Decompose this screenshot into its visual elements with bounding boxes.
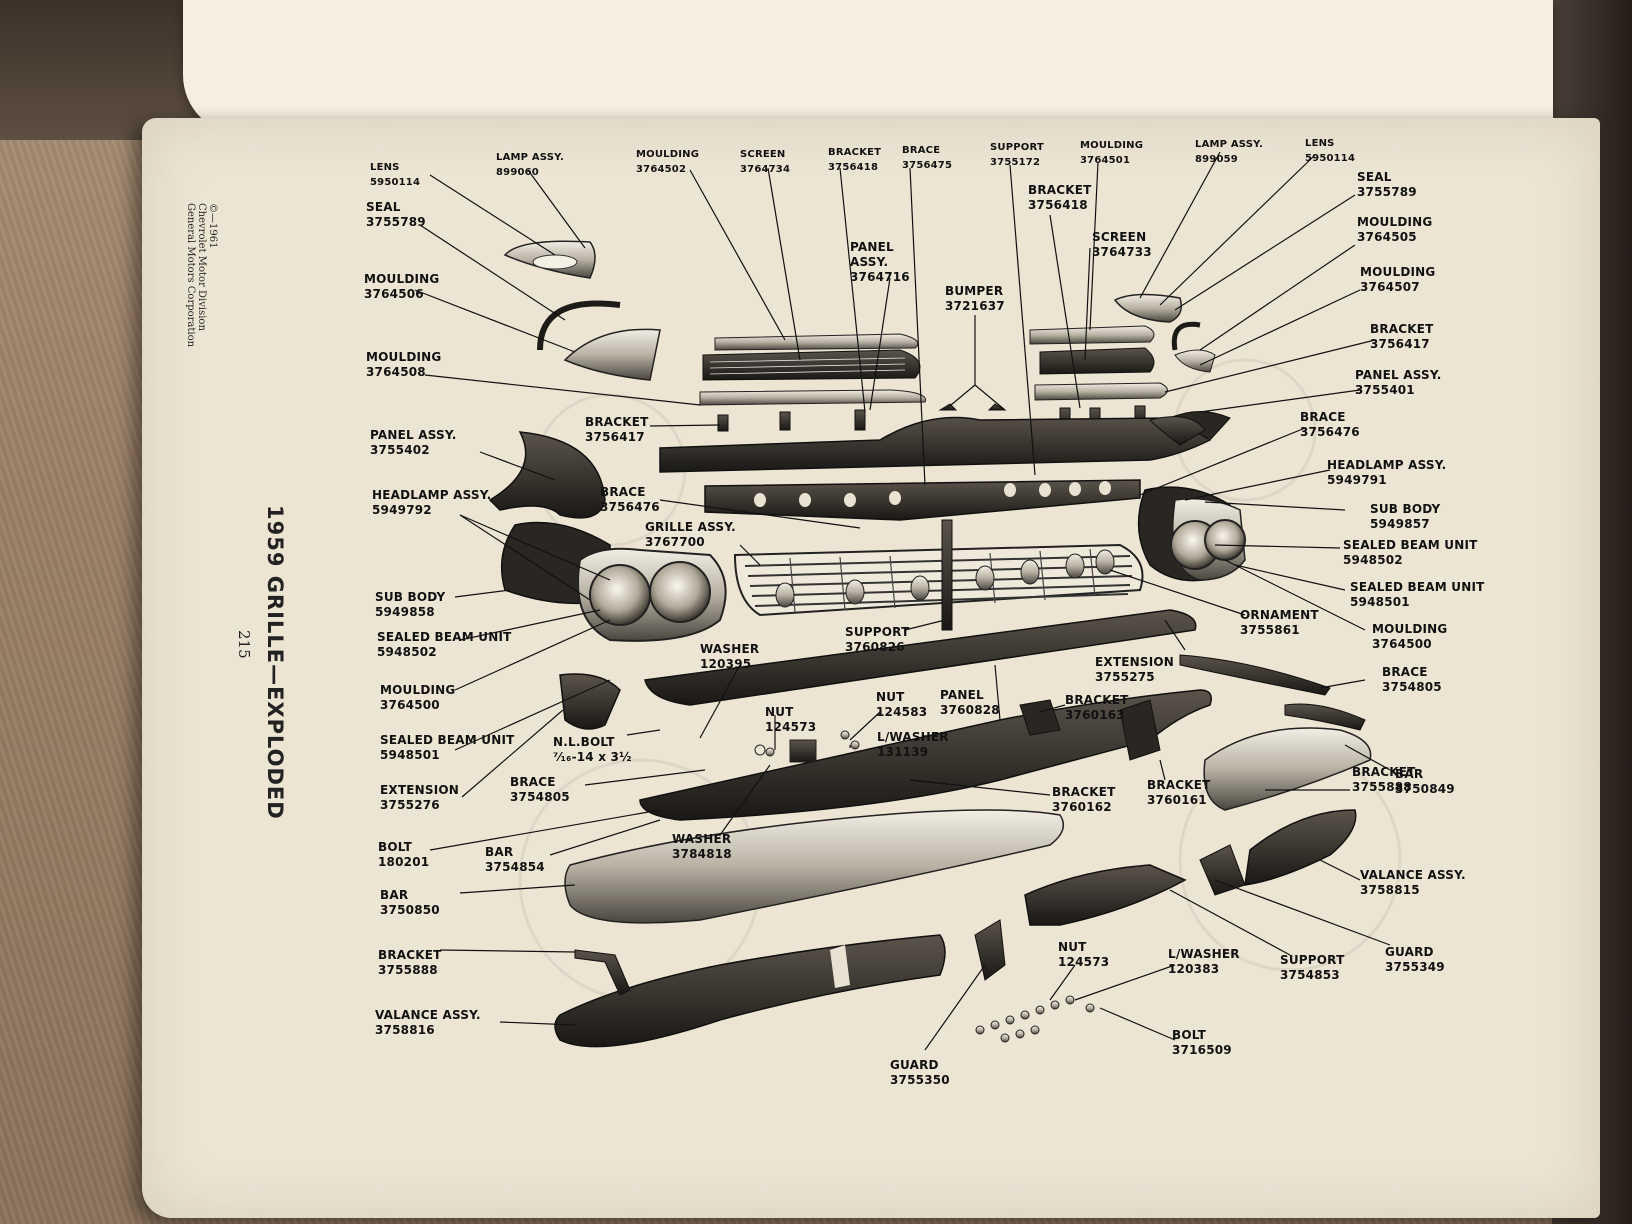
facing-page (183, 0, 1553, 135)
callout-label: HEADLAMP ASSY.5949791 (1327, 458, 1447, 487)
bracket-lower-left (574, 949, 631, 996)
callout-label: VALANCE ASSY.3758815 (1360, 868, 1466, 897)
copyright-block: ©—1961 Chevrolet Motor Division General … (185, 203, 218, 347)
callout-label: LAMP ASSY.899060 (496, 152, 564, 178)
callout-label: GRILLE ASSY.3767700 (645, 520, 736, 549)
callout-label: VALANCE ASSY.3758816 (375, 1008, 481, 1037)
panel-lower (644, 609, 1331, 706)
headlamp-assy-left (577, 547, 727, 642)
upper-mouldings-left (699, 333, 927, 406)
copyright-line: Chevrolet Motor Division (196, 203, 207, 331)
callout-label: PANEL ASSY.3755402 (370, 428, 457, 457)
headlamp-assy-right (1137, 416, 1246, 582)
leader-lines (414, 151, 1391, 1051)
page-number: 215 (235, 630, 253, 659)
copyright-line: ©—1961 (207, 203, 218, 249)
bar-center (564, 809, 1065, 924)
grille-assy (733, 519, 1144, 631)
page-title: 1959 GRILLE—EXPLODED (263, 505, 287, 820)
callout-label: PANEL ASSY.3764716 (850, 240, 910, 284)
panel-assy-left (488, 431, 606, 519)
bumper-bar-main (639, 689, 1212, 821)
bar-right (1203, 703, 1372, 811)
guard-left (974, 919, 1006, 981)
callout-label: PANEL ASSY.3755401 (1355, 368, 1442, 397)
lamp-assy-left (503, 240, 661, 381)
callout-label: HEADLAMP ASSY.5949792 (372, 488, 492, 517)
extension-left (559, 673, 621, 730)
support-lower-right (1024, 864, 1187, 926)
hardware-bolts-nuts (754, 730, 1095, 1043)
small-brackets-upper (717, 403, 1146, 432)
copyright-line: General Motors Corporation (185, 203, 196, 348)
panel-assy-upper (659, 411, 1231, 473)
valance-left (554, 934, 946, 1048)
valance-right (1199, 809, 1357, 896)
brace-bar (704, 479, 1141, 521)
callout-label: LAMP ASSY.899059 (1195, 139, 1263, 165)
upper-mouldings-right (1029, 293, 1216, 401)
